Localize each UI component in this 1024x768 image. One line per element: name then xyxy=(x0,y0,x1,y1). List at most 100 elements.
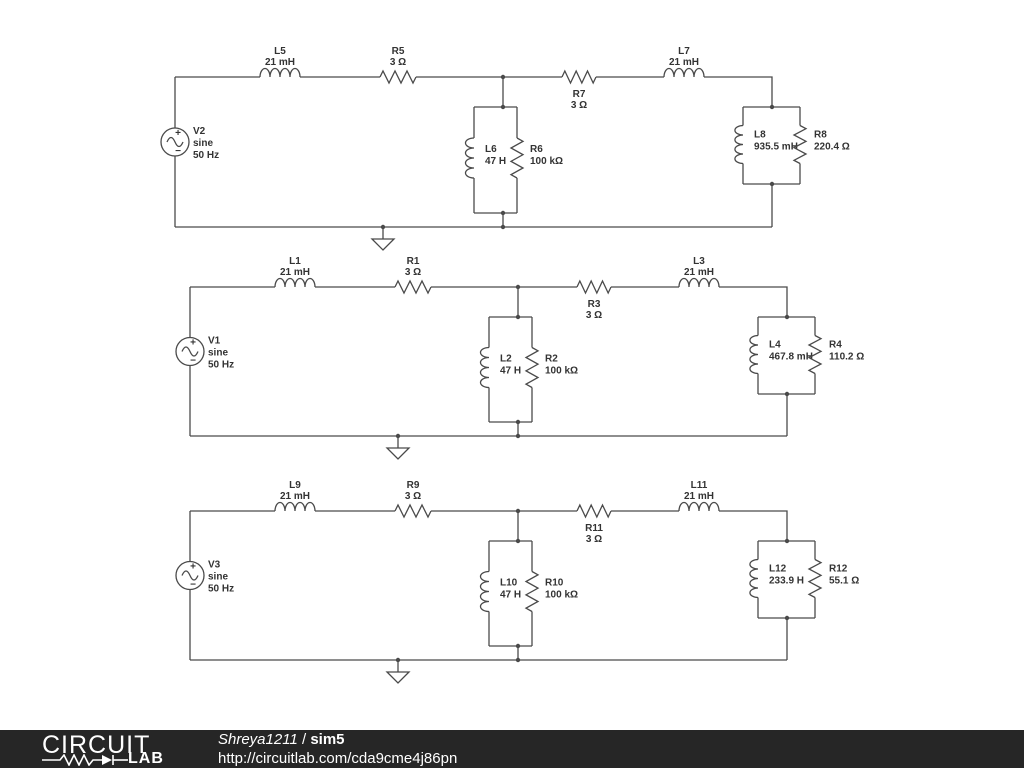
series-inductor xyxy=(274,501,316,512)
shunt-inductor xyxy=(464,137,475,179)
source-type: sine xyxy=(208,572,228,583)
wire xyxy=(704,76,773,107)
load-inductor-name: L8 xyxy=(754,130,766,141)
output-inductor-value: 21 mH xyxy=(669,57,699,68)
mid-resistor-name: R11 xyxy=(585,523,603,534)
mid-resistor-value: 3 Ω xyxy=(571,100,587,111)
load-inductor-value: 935.5 mH xyxy=(754,142,798,153)
series-resistor xyxy=(394,279,432,295)
mid-resistor xyxy=(576,279,612,295)
load-inductor xyxy=(749,334,759,375)
shunt-inductor-name: L6 xyxy=(485,144,497,155)
source-name: V2 xyxy=(193,126,206,137)
output-inductor xyxy=(678,277,720,288)
resistor-diode-logo-icon xyxy=(42,754,128,766)
shunt-inductor-name: L10 xyxy=(500,578,518,589)
schematic-url-link[interactable]: http://circuitlab.com/cda9cme4j86pn xyxy=(218,750,458,767)
load-resistor-value: 55.1 Ω xyxy=(829,576,859,587)
circuitlab-logo[interactable]: CIRCUIT LAB xyxy=(42,730,182,768)
plus-sign: + xyxy=(190,562,196,573)
shunt-resistor-value: 100 kΩ xyxy=(545,590,578,601)
wire xyxy=(719,510,788,541)
shunt-resistor-value: 100 kΩ xyxy=(530,156,563,167)
load-inductor-name: L4 xyxy=(769,340,781,351)
load-inductor xyxy=(734,124,744,165)
source-type: sine xyxy=(193,138,213,149)
logo-text-circuit: CIRCUIT xyxy=(42,731,151,759)
output-inductor-value: 21 mH xyxy=(684,267,714,278)
shunt-resistor-name: R6 xyxy=(530,144,543,155)
load-inductor xyxy=(749,558,759,599)
load-resistor-name: R8 xyxy=(814,130,827,141)
shunt-inductor-value: 47 H xyxy=(500,366,521,377)
series-resistor-value: 3 Ω xyxy=(405,267,421,278)
minus-sign: − xyxy=(190,580,196,591)
source-frequency: 50 Hz xyxy=(193,150,219,161)
ground-symbol xyxy=(385,447,411,460)
load-resistor-value: 110.2 Ω xyxy=(829,352,864,363)
mid-resistor-value: 3 Ω xyxy=(586,534,602,545)
series-inductor xyxy=(259,67,301,78)
ground-symbol xyxy=(370,238,396,251)
load-inductor-value: 233.9 H xyxy=(769,576,804,587)
shunt-inductor-value: 47 H xyxy=(485,156,506,167)
sine-wave-icon xyxy=(181,570,199,581)
source-frequency: 50 Hz xyxy=(208,360,234,371)
source-type: sine xyxy=(208,348,228,359)
series-inductor-name: L5 xyxy=(274,46,286,57)
series-resistor-name: R5 xyxy=(392,46,405,57)
mid-resistor-value: 3 Ω xyxy=(586,310,602,321)
series-resistor xyxy=(394,503,432,519)
series-inductor-value: 21 mH xyxy=(265,57,295,68)
load-resistor-name: R12 xyxy=(829,564,848,575)
junction-dot xyxy=(515,538,521,544)
shunt-resistor xyxy=(509,137,525,179)
series-resistor-name: R9 xyxy=(407,480,420,491)
series-inductor xyxy=(274,277,316,288)
shunt-resistor-name: R2 xyxy=(545,354,558,365)
load-resistor xyxy=(807,334,823,375)
plus-sign: + xyxy=(190,338,196,349)
mid-resistor xyxy=(561,69,597,85)
author-link[interactable]: Shreya1211 xyxy=(218,731,298,748)
output-inductor-name: L7 xyxy=(678,46,690,57)
mid-resistor-name: R7 xyxy=(573,89,586,100)
shunt-inductor-value: 47 H xyxy=(500,590,521,601)
series-inductor-value: 21 mH xyxy=(280,491,310,502)
shunt-inductor xyxy=(479,346,490,389)
shunt-resistor xyxy=(524,346,540,389)
ground-symbol xyxy=(385,671,411,684)
schematic-title: Shreya1211 / sim5 xyxy=(218,731,345,748)
sine-wave-icon xyxy=(181,346,199,357)
minus-sign: − xyxy=(175,146,181,157)
shunt-inductor-name: L2 xyxy=(500,354,512,365)
sine-wave-icon xyxy=(166,136,184,148)
mid-resistor xyxy=(576,503,612,519)
wire xyxy=(719,286,788,317)
source-frequency: 50 Hz xyxy=(208,584,234,595)
output-inductor-value: 21 mH xyxy=(684,491,714,502)
load-resistor-value: 220.4 Ω xyxy=(814,142,850,153)
series-resistor-value: 3 Ω xyxy=(405,491,421,502)
load-resistor xyxy=(792,124,808,165)
load-resistor-name: R4 xyxy=(829,340,842,351)
schematic-name: sim5 xyxy=(310,731,345,748)
logo-text-lab: LAB xyxy=(128,750,164,767)
shunt-resistor xyxy=(524,570,540,613)
load-inductor-name: L12 xyxy=(769,564,787,575)
output-inductor xyxy=(663,67,705,78)
series-resistor-name: R1 xyxy=(407,256,420,267)
junction-dot xyxy=(500,104,506,110)
source-name: V3 xyxy=(208,560,221,571)
output-inductor xyxy=(678,501,720,512)
load-inductor-value: 467.8 mH xyxy=(769,352,813,363)
shunt-resistor-name: R10 xyxy=(545,578,564,589)
shunt-resistor-value: 100 kΩ xyxy=(545,366,578,377)
title-separator: / xyxy=(297,731,311,748)
load-resistor xyxy=(807,558,823,599)
output-inductor-name: L3 xyxy=(693,256,705,267)
